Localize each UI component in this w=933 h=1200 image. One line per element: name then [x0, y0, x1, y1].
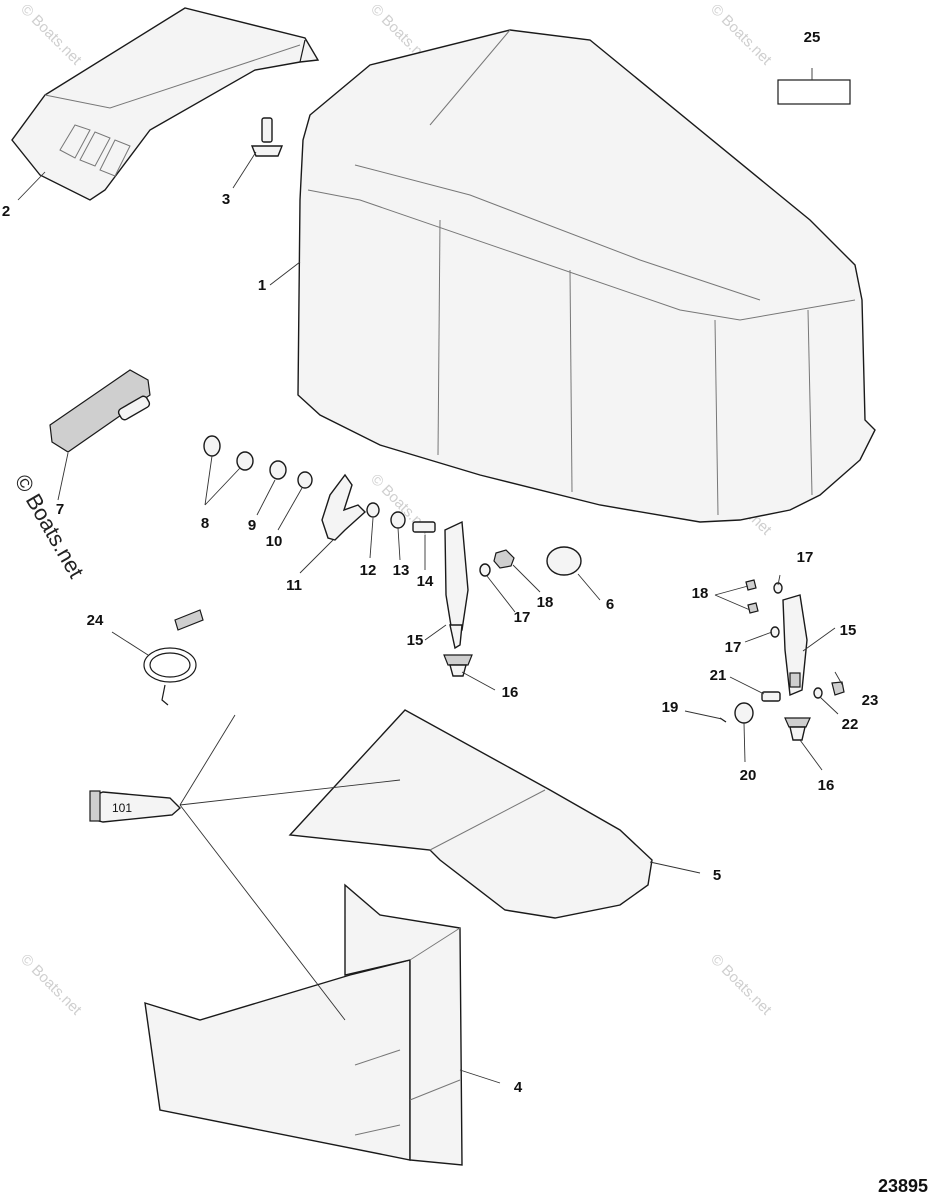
callout-12: 12 [360, 562, 377, 579]
part-bumper-left [443, 654, 473, 677]
callout-9: 9 [248, 517, 256, 534]
watermark: © Boats.net [17, 951, 85, 1019]
callout-22: 22 [842, 716, 859, 733]
callout-10: 10 [266, 533, 283, 550]
side-watermark: © Boats.net [10, 470, 89, 582]
callout-17: 17 [725, 639, 742, 656]
callout-1: 1 [258, 277, 266, 294]
callout-5: 5 [713, 867, 721, 884]
part-washers [366, 502, 406, 529]
callout-18: 18 [692, 585, 709, 602]
part-nut-left [479, 549, 515, 577]
watermark: © Boats.net [17, 1, 85, 69]
callout-17: 17 [797, 549, 814, 566]
callout-11: 11 [286, 577, 302, 594]
callout-2: 2 [2, 203, 10, 220]
callout-13: 13 [393, 562, 410, 579]
part-pad [288, 709, 653, 919]
leader-lines [17, 68, 844, 1084]
drawing-number: 23895 [878, 1176, 928, 1196]
callout-20: 20 [740, 767, 757, 784]
callout-7: 7 [56, 501, 64, 518]
callout-16: 16 [818, 777, 835, 794]
part-handle [49, 369, 151, 453]
callout-15: 15 [840, 622, 857, 639]
part-box [777, 79, 851, 105]
callout-3: 3 [222, 191, 230, 208]
part-plug [546, 546, 582, 576]
tube-label: 101 [112, 801, 132, 815]
callout-25: 25 [804, 29, 821, 46]
callout-19: 19 [662, 699, 679, 716]
part-bracket-left [444, 520, 469, 650]
callout-23: 23 [862, 692, 879, 709]
callout-6: 6 [606, 596, 614, 613]
callout-18: 18 [537, 594, 554, 611]
part-liner [144, 883, 463, 1166]
callout-15: 15 [407, 632, 424, 649]
callouts: 2 3 1 25 7 8 9 10 11 12 13 14 15 16 17 1… [2, 29, 879, 1096]
part-latch-hook [321, 473, 367, 541]
watermark: © Boats.net [707, 1, 775, 69]
part-screw [250, 117, 284, 157]
callout-8: 8 [201, 515, 209, 532]
part-rings [203, 435, 313, 489]
callout-16: 16 [502, 684, 519, 701]
callout-24: 24 [87, 612, 104, 629]
part-main-cowl [297, 29, 876, 523]
part-top-vent-cover [11, 7, 320, 201]
callout-14: 14 [417, 573, 434, 590]
part-sealant-tube: 101 [89, 790, 182, 823]
callout-21: 21 [710, 667, 727, 684]
part-harness [143, 609, 204, 706]
watermark: © Boats.net [707, 951, 775, 1019]
part-bracket-right [719, 579, 845, 741]
part-bolt [412, 521, 436, 533]
callout-17: 17 [514, 609, 531, 626]
callout-4: 4 [514, 1079, 523, 1096]
